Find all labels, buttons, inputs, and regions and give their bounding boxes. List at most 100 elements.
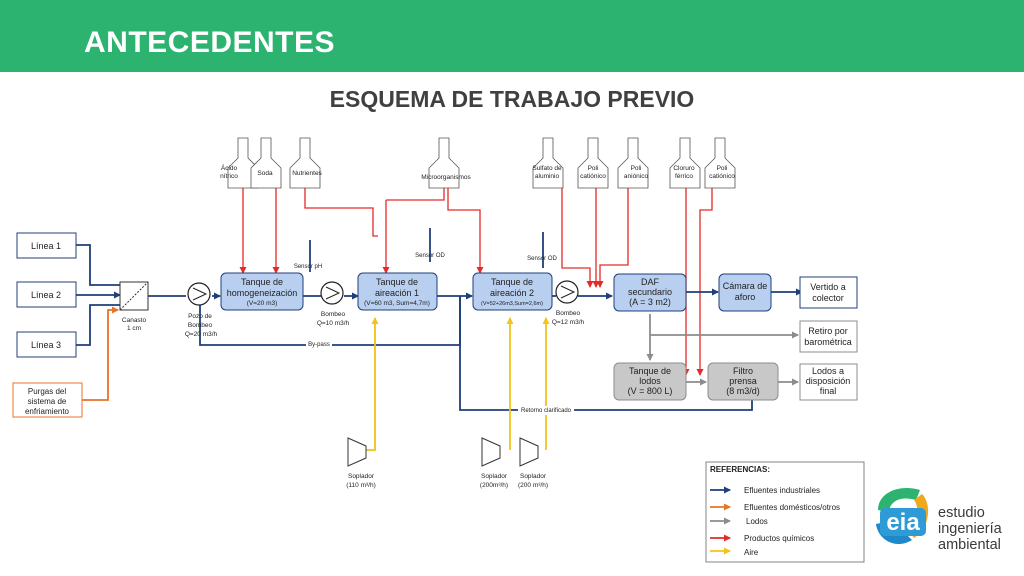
- blower-name: Soplador: [481, 473, 508, 480]
- chem-label: catiónico: [580, 173, 606, 180]
- purgas-label: Purgas del: [28, 387, 66, 396]
- linea-2-box: [16, 281, 77, 308]
- chem-label: férrico: [675, 173, 693, 180]
- bottle-sulfato: [532, 137, 564, 189]
- logo-text: ambiental: [938, 537, 1001, 553]
- bottle-poli-cationico-1: [577, 137, 609, 189]
- legend: REFERENCIAS: Efluentes industriales Eflu…: [705, 461, 865, 563]
- retorno-label: Retorno clarificado: [521, 408, 572, 414]
- bottle-soda: [250, 137, 282, 189]
- chem-label: Poli: [717, 165, 728, 172]
- bypass-label: By-pass: [308, 342, 330, 348]
- filtro-label: (8 m3/d): [726, 386, 760, 396]
- pump-bombeo-1: Bombeo Q=10 m3/h: [317, 281, 350, 327]
- tank-homog-label: Tanque de: [241, 277, 283, 287]
- purgas-label: enfriamiento: [25, 407, 70, 416]
- sensors: Sensor pH Sensor OD Sensor OD: [294, 253, 558, 270]
- chem-label: aluminio: [535, 173, 560, 180]
- pozo-label: Q=20 m3/h: [185, 331, 218, 338]
- diagram-title: ESQUEMA DE TRABAJO PREVIO: [329, 86, 695, 112]
- vertido-label: colector: [812, 293, 844, 303]
- logo-mark: eia: [886, 509, 920, 536]
- disposicion-label: disposición: [806, 376, 851, 386]
- disposicion-label: final: [820, 386, 837, 396]
- chemical-bottles: [227, 137, 736, 189]
- chem-label: Microorganismos: [421, 174, 471, 181]
- bottle-poli-cationico-2: [704, 137, 736, 189]
- chem-label: Ácido: [221, 163, 238, 172]
- camara-label: Cámara de: [723, 281, 768, 291]
- tank-homog-sub: (V=20 m3): [247, 300, 278, 307]
- legend-item: Efluentes industriales: [744, 486, 820, 495]
- purgas-box: [12, 382, 83, 418]
- filtro-prensa: Filtro prensa (8 m3/d): [707, 362, 779, 401]
- daf-label: secundario: [628, 287, 672, 297]
- tank-aer1-label: aireación 1: [375, 288, 419, 298]
- chem-label: Cloruro: [673, 165, 695, 172]
- chem-label: catiónico: [709, 173, 735, 180]
- retiro-label: Retiro por: [808, 326, 848, 336]
- daf-label: (A = 3 m2): [629, 297, 671, 307]
- tank-aer2-label: aireación 2: [490, 288, 534, 298]
- industrial-lines: [76, 228, 803, 411]
- sensor-od-1-label: Sensor OD: [415, 253, 445, 259]
- output-vertido: Vertido a colector: [799, 276, 858, 309]
- chemical-lines: [239, 185, 713, 376]
- daf-label: DAF: [641, 277, 660, 287]
- sludge-lines: [646, 314, 799, 386]
- lodos-label: Tanque de: [629, 366, 671, 376]
- output-retiro: Retiro por barométrica: [799, 320, 858, 353]
- blower-flow: (200m³/h): [480, 482, 508, 489]
- bombeo-2-label: Q=12 m3/h: [552, 319, 585, 326]
- pump-bombeo-2: Bombeo Q=12 m3/h: [552, 280, 585, 326]
- pozo-label: Pozo de: [188, 313, 212, 320]
- legend-item: Aire: [744, 548, 759, 557]
- chemical-labels: Ácido nítrico Soda Nutrientes Microorgan…: [220, 163, 735, 181]
- retiro-label: barométrica: [804, 337, 852, 347]
- blower-name: Soplador: [520, 473, 547, 480]
- daf-secundario: DAF secundario (A = 3 m2): [613, 273, 687, 312]
- camara-aforo: Cámara de aforo: [718, 273, 772, 312]
- page-title: ANTECEDENTES: [84, 26, 336, 59]
- filtro-label: prensa: [729, 376, 757, 386]
- canasto-label: 1 cm: [127, 325, 141, 332]
- eia-logo: eia estudio ingeniería ambiental: [876, 488, 1003, 553]
- chem-label: Soda: [257, 170, 273, 177]
- air-lines: [366, 317, 550, 451]
- bottle-poli-anionico: [617, 137, 649, 189]
- canasto: Canasto 1 cm: [119, 281, 149, 332]
- linea-3-box: [16, 331, 77, 358]
- bottle-nutrientes: [289, 137, 321, 189]
- blower-name: Soplador: [348, 473, 375, 480]
- chem-label: Poli: [631, 165, 642, 172]
- legend-item: Efluentes domésticos/otros: [744, 503, 840, 512]
- linea-1-box: [16, 232, 77, 259]
- chem-label: aniónico: [624, 173, 649, 180]
- blower-3: Soplador (200 m³/h): [518, 437, 548, 489]
- disposicion-label: Lodos a: [812, 366, 844, 376]
- tank-aer1-sub: (V=60 m3, Sum=4,7m): [364, 300, 430, 307]
- pump-pozo: Pozo de Bombeo Q=20 m3/h: [185, 282, 218, 338]
- blower-1: Soplador (110 m³/h): [346, 437, 376, 489]
- canasto-label: Canasto: [122, 317, 147, 324]
- blower-flow: (110 m³/h): [346, 482, 376, 489]
- camara-label: aforo: [735, 292, 756, 302]
- tank-aireacion-1: Tanque de aireación 1 (V=60 m3, Sum=4,7m…: [357, 272, 438, 311]
- chem-label: Poli: [588, 165, 599, 172]
- legend-title: REFERENCIAS:: [710, 465, 770, 474]
- logo-text: estudio: [938, 505, 985, 521]
- tank-homogeneizacion: Tanque de homogeneización (V=20 m3): [220, 272, 304, 311]
- purgas-label: sistema de: [28, 397, 67, 406]
- chem-label: nítrico: [220, 173, 238, 180]
- tank-aer1-label: Tanque de: [376, 277, 418, 287]
- chem-label: Sulfato de: [532, 165, 562, 172]
- bombeo-2-label: Bombeo: [556, 310, 581, 317]
- bottle-microorganismos: [428, 137, 460, 189]
- linea-3-label: Línea 3: [31, 340, 61, 350]
- tank-aer2-sub: (V=52+26m3,Sum=2,6m): [481, 301, 543, 307]
- vertido-label: Vertido a: [810, 282, 846, 292]
- output-disposicion: Lodos a disposición final: [799, 363, 858, 401]
- bombeo-1-label: Bombeo: [321, 311, 346, 318]
- linea-2-label: Línea 2: [31, 290, 61, 300]
